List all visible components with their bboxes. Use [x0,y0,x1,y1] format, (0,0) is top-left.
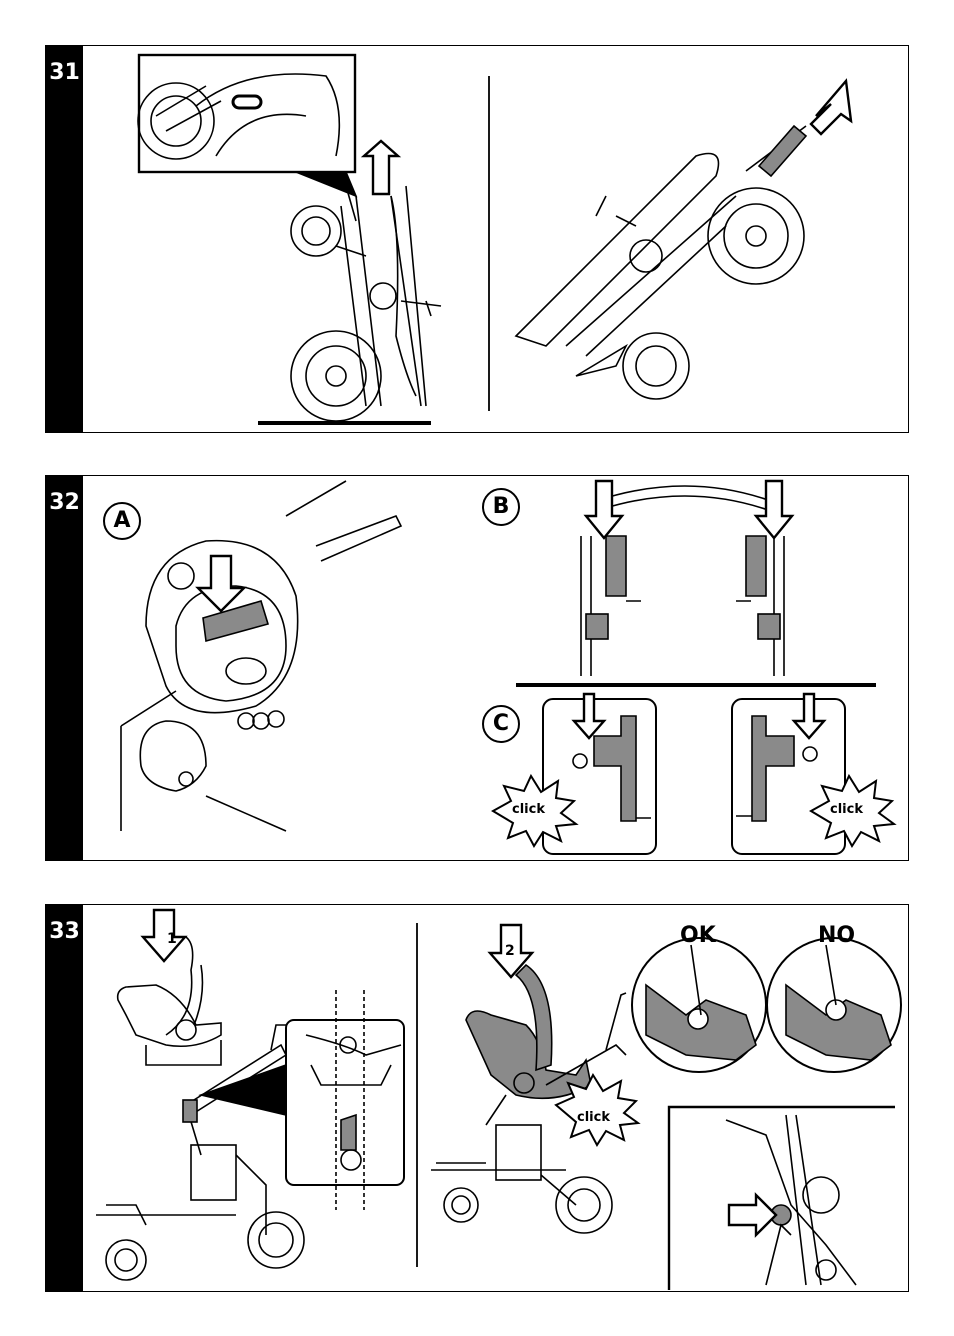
zoom-inset [139,55,355,172]
right-arrow-icon [729,1195,776,1235]
click-label: click [512,802,545,817]
down-arrow-icon [756,481,792,538]
up-right-arrow-icon [811,81,851,134]
no-label: NO [818,923,855,948]
step-32-panel: 32 [45,475,909,861]
click-label: click [830,802,863,817]
step-33-panel: 33 [45,904,909,1292]
step-33-illustration [46,905,909,1292]
step-31-illustration [46,46,909,433]
up-arrow-icon [364,141,398,194]
release-button [233,96,261,108]
sub-step-label-b: B [482,488,520,526]
sequence-label-2: 2 [505,943,515,959]
sub-step-label-a: A [103,502,141,540]
down-arrow-icon [198,556,244,611]
down-arrow-icon [586,481,622,538]
click-label: click [577,1110,610,1125]
sub-step-label-c: C [482,705,520,743]
down-arrow-icon [143,910,185,961]
down-arrow-icon [794,694,824,738]
ok-label: OK [680,923,716,948]
step-32-illustration [46,476,909,861]
sequence-label-1: 1 [167,931,177,947]
step-31-panel: 31 [45,45,909,433]
down-arrow-icon [574,694,604,738]
